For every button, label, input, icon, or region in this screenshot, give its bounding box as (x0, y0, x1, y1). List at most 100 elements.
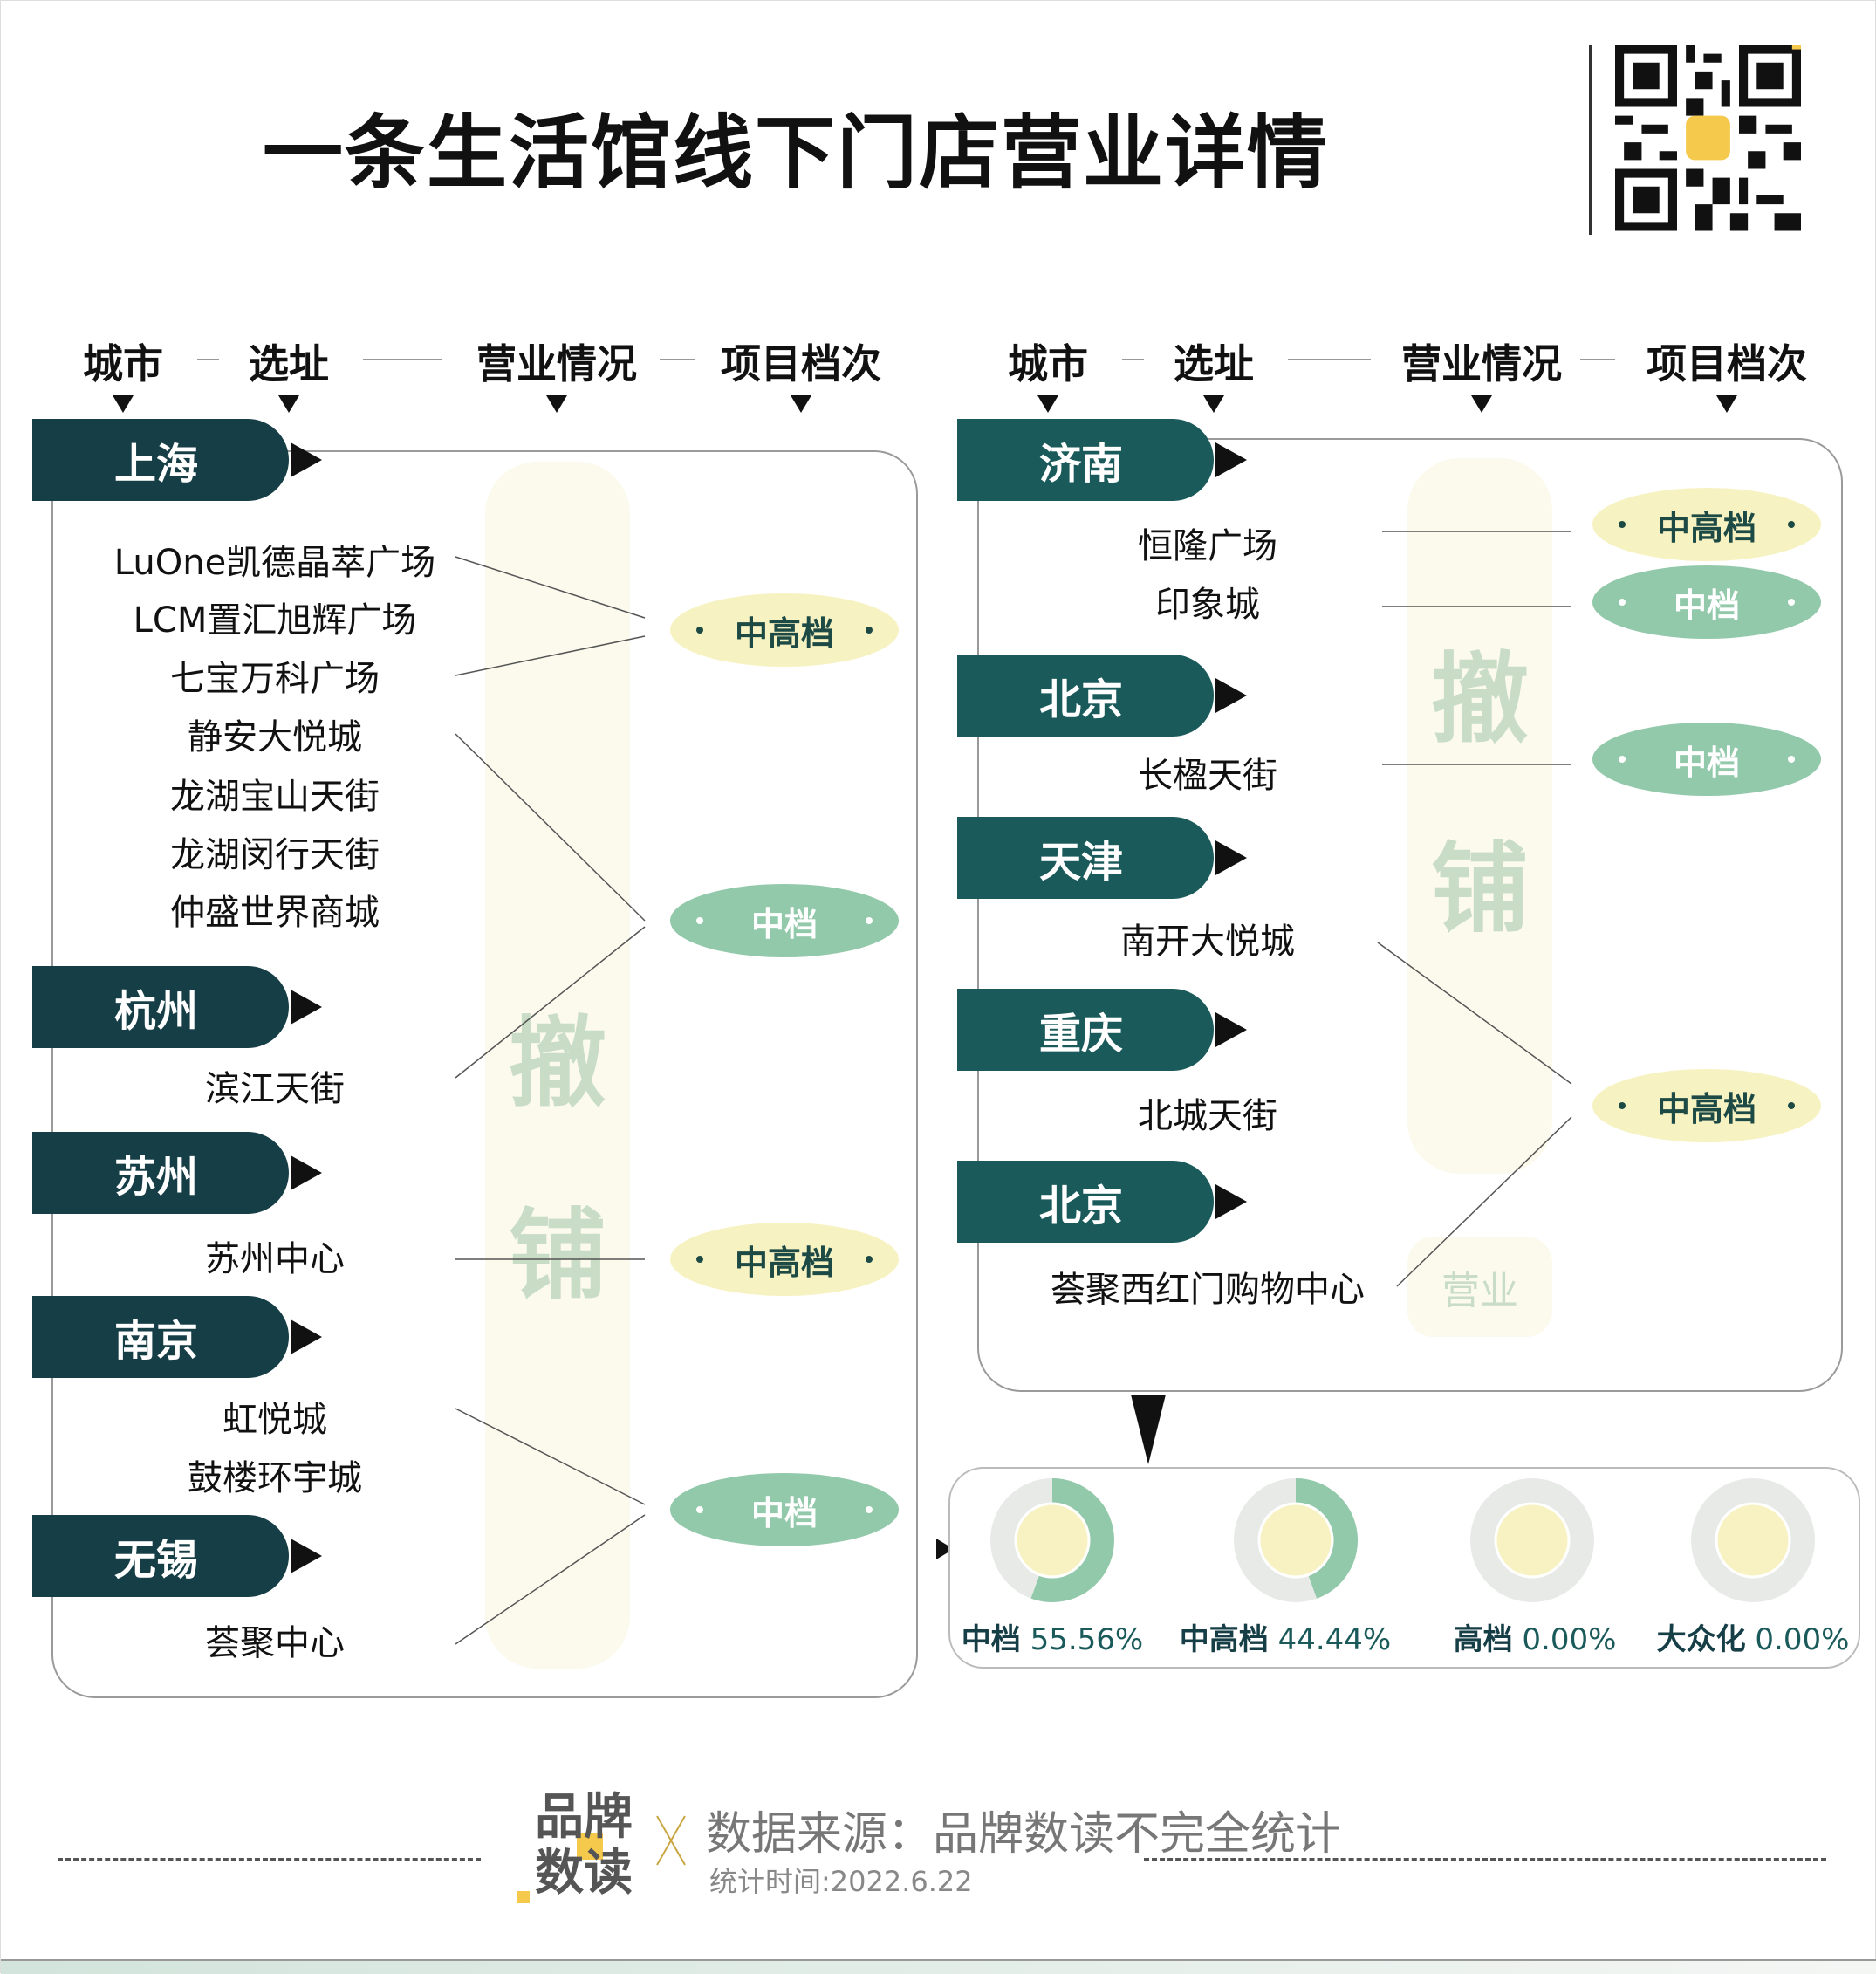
connector-line (455, 1408, 646, 1505)
city-tag: 北京 (957, 1161, 1247, 1243)
store-name: 仲盛世界商城 (170, 893, 380, 933)
donut-center (1715, 1502, 1791, 1579)
store-name: 静安大悦城 (188, 717, 362, 757)
connector-line (455, 1514, 646, 1645)
header-connector (1580, 359, 1615, 360)
connector-line (455, 733, 646, 922)
city-tag: 南京 (32, 1296, 322, 1378)
tier-badge-label: 中档 (750, 904, 818, 943)
tier-share-label: 中高档 44.44% (1180, 1615, 1391, 1658)
tier-badge-label: 中档 (750, 1493, 818, 1532)
header-tier: 项目档次 (1647, 340, 1807, 387)
closed-column (485, 462, 630, 1669)
down-arrow-icon (546, 395, 567, 413)
tier-badge: 中档 (1592, 723, 1821, 796)
down-arrow-icon (1131, 1395, 1166, 1464)
closed-label: 铺 (509, 1199, 606, 1313)
bottom-bar (1, 1959, 1876, 1974)
tier-badge: 中档 (670, 1473, 899, 1546)
logo-accent (577, 1833, 603, 1860)
header-status: 营业情况 (1401, 340, 1562, 387)
logo-accent (517, 1891, 530, 1903)
tier-share-label: 中档 55.56% (962, 1615, 1143, 1658)
city-tag: 杭州 (32, 966, 322, 1048)
store-name: 虹悦城 (223, 1400, 327, 1440)
tier-name: 高档 (1453, 1622, 1513, 1657)
tier-badge: 中高档 (1592, 488, 1821, 561)
city-tag: 苏州 (32, 1132, 322, 1214)
connector-line (455, 556, 646, 619)
tier-share-label: 大众化 0.00% (1657, 1615, 1850, 1658)
header-connector (197, 359, 219, 360)
down-arrow-icon (278, 395, 299, 413)
dashed-line (58, 1858, 481, 1861)
tier-badge-label: 中高档 (734, 1243, 834, 1282)
city-tag: 济南 (957, 419, 1247, 501)
store-name: 恒隆广场 (1138, 526, 1277, 566)
tier-badge-label: 中高档 (734, 613, 834, 653)
header-city: 城市 (83, 340, 163, 387)
connector-line (455, 635, 646, 676)
tier-badge: 中高档 (670, 1223, 899, 1296)
page-title: 一条生活馆线下门店营业详情 (262, 106, 1329, 200)
city-tag: 天津 (957, 817, 1247, 899)
stat-date: 统计时间:2022.6.22 (709, 1865, 973, 1898)
tier-percent: 55.56% (1030, 1622, 1144, 1657)
header-status: 营业情况 (476, 340, 637, 387)
connector-line (455, 926, 646, 1079)
tier-badge-label: 中高档 (1656, 508, 1756, 547)
store-name: 荟聚中心 (205, 1623, 345, 1663)
donut-center (1257, 1502, 1334, 1579)
tier-name: 中档 (961, 1622, 1021, 1657)
tier-badge-label: 中档 (1673, 586, 1740, 625)
city-tag: 上海 (32, 419, 322, 501)
donut-segment-0 (990, 1478, 1114, 1602)
header-connector (1122, 359, 1144, 360)
header-connector (660, 359, 695, 360)
closed-label: 撤 (1431, 643, 1529, 757)
down-arrow-icon (113, 395, 134, 413)
divider (1589, 45, 1592, 235)
data-source: 数据来源：品牌数读不完全统计 (706, 1808, 1342, 1861)
tier-name: 大众化 (1656, 1622, 1746, 1657)
dashed-line (1144, 1858, 1826, 1861)
right-arrow-icon (936, 1539, 954, 1559)
header-site: 选址 (1174, 340, 1254, 387)
store-name: 滨江天街 (205, 1069, 345, 1109)
store-name: 北城天街 (1138, 1096, 1277, 1136)
tier-share-label: 高档 0.00% (1454, 1615, 1617, 1658)
store-name: 苏州中心 (205, 1239, 345, 1279)
header-site: 选址 (249, 340, 329, 387)
tier-percent: 0.00% (1755, 1622, 1850, 1657)
city-tag: 无锡 (32, 1515, 322, 1597)
store-name: 七宝万科广场 (170, 659, 380, 699)
brand-logo: 品牌数读 (535, 1789, 633, 1902)
closed-label: 撤 (509, 1007, 606, 1121)
cross-icon (656, 1815, 686, 1866)
qr-code-icon (1615, 45, 1801, 231)
store-name: 长楹天街 (1138, 756, 1277, 796)
down-arrow-icon (791, 395, 811, 413)
connector-line (1396, 1116, 1572, 1287)
tier-badge: 中档 (670, 884, 899, 957)
closed-label: 铺 (1431, 833, 1529, 946)
donut-segment-1 (1234, 1478, 1358, 1602)
store-name: 龙湖闵行天街 (170, 835, 380, 875)
donut-center (1494, 1502, 1571, 1579)
store-name: 荟聚西红门购物中心 (1051, 1270, 1365, 1310)
header-connector (363, 359, 442, 360)
tier-badge: 中高档 (670, 593, 899, 667)
store-name: 印象城 (1155, 585, 1260, 625)
tier-badge-label: 中高档 (1656, 1089, 1756, 1128)
store-name: LuOne凯德晶萃广场 (113, 543, 436, 583)
donut-track (1691, 1478, 1815, 1602)
down-arrow-icon (1716, 395, 1737, 413)
tier-badge-label: 中档 (1673, 743, 1740, 782)
down-arrow-icon (1203, 395, 1224, 413)
down-arrow-icon (1471, 395, 1492, 413)
tier-percent: 0.00% (1522, 1622, 1617, 1657)
header-connector (1288, 359, 1371, 360)
header-city: 城市 (1008, 340, 1088, 387)
closed-column (1407, 458, 1552, 1174)
